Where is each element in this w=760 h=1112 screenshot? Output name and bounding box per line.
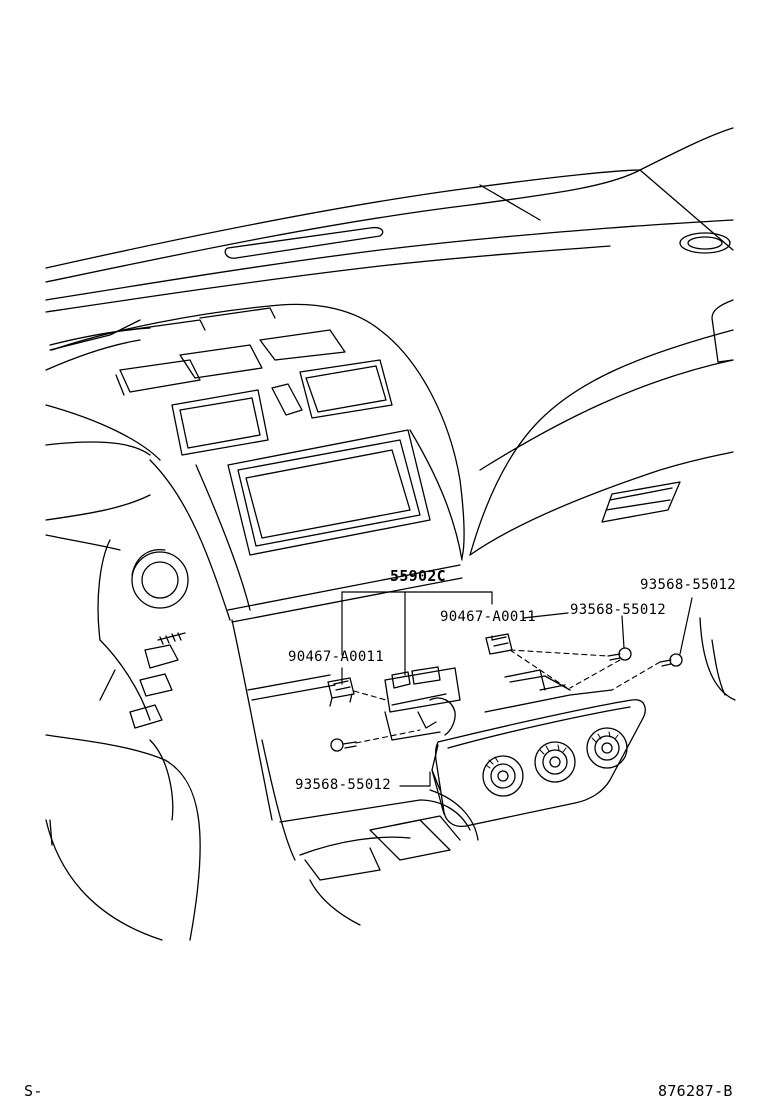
lower-console: [232, 620, 478, 925]
heater-control-panel: [385, 667, 645, 826]
diagram-id: 876287-B: [658, 1082, 733, 1100]
dashboard-top: [46, 128, 733, 312]
screw-bottom: [331, 739, 356, 751]
footer-left-code: S-: [24, 1082, 43, 1100]
dashed-guides: [354, 650, 660, 743]
screw-mid: [608, 648, 631, 660]
leader-lines: [342, 592, 692, 786]
label-93568-55012-mid: 93568-55012: [570, 602, 667, 618]
clip-left: [328, 678, 354, 706]
label-90467-a0011-right: 90467-A0011: [440, 609, 537, 625]
center-console-upper: [52, 304, 462, 622]
label-93568-55012-bottom: 93568-55012: [295, 777, 392, 793]
screw-far: [660, 654, 682, 666]
dashboard-body: [46, 300, 735, 700]
label-55902c: 55902C: [390, 567, 446, 585]
left-cluster: [46, 550, 200, 940]
label-93568-55012-far: 93568-55012: [640, 577, 737, 593]
clip-right: [486, 634, 512, 654]
label-90467-a0011-left: 90467-A0011: [288, 649, 385, 665]
